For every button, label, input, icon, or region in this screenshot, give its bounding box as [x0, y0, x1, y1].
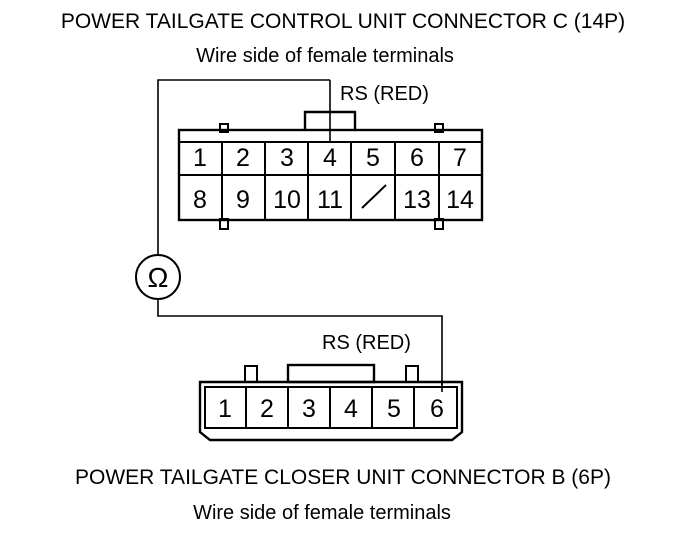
pin-c-5: 5 [366, 144, 380, 172]
connector-c-subtitle: Wire side of female terminals [196, 45, 454, 67]
pin-c-8: 8 [193, 186, 207, 214]
ohm-symbol: Ω [148, 262, 169, 293]
connector-b-clip-right [405, 365, 419, 383]
pin-c-3: 3 [280, 144, 294, 172]
pin-c-6: 6 [410, 144, 424, 172]
connector-b-grid [245, 387, 415, 428]
connector-b-clip-left [244, 365, 258, 383]
pin-c-14: 14 [446, 186, 474, 214]
connector-b-latch [286, 363, 376, 384]
pin-c-7: 7 [453, 144, 467, 172]
connector-c-clip-tl [219, 123, 229, 133]
pin-c-9: 9 [236, 186, 250, 214]
connector-c-title: POWER TAILGATE CONTROL UNIT CONNECTOR C … [61, 10, 625, 33]
connector-c-clip-tr [434, 123, 444, 133]
connector-c-grid [179, 141, 482, 220]
pin-b-6: 6 [430, 395, 444, 423]
pin-c-4: 4 [323, 144, 337, 172]
connector-b-probe-label: RS (RED) [322, 332, 411, 354]
pin-b-2: 2 [260, 395, 274, 423]
connector-c: 1 2 3 4 5 6 7 8 9 10 11 13 14 [177, 110, 484, 230]
pin-b-5: 5 [387, 395, 401, 423]
pin-c-13: 13 [403, 186, 431, 214]
pin-c-2: 2 [236, 144, 250, 172]
connector-b-subtitle: Wire side of female terminals [193, 502, 451, 524]
meter-lead-bottom [157, 299, 443, 385]
pin-c-11: 11 [317, 186, 343, 214]
pin-c-10: 10 [273, 186, 301, 214]
connector-c-latch [303, 110, 357, 130]
connector-b: 1 2 3 4 5 6 [198, 363, 464, 442]
pin-b-4: 4 [344, 395, 358, 423]
pin-b-1: 1 [218, 395, 232, 423]
pin-b-3: 3 [302, 395, 316, 423]
pin-c-1: 1 [193, 144, 207, 172]
connector-c-probe-label: RS (RED) [340, 83, 429, 105]
ohmmeter-icon: Ω [135, 254, 181, 300]
meter-lead-top [157, 79, 330, 255]
connector-b-title: POWER TAILGATE CLOSER UNIT CONNECTOR B (… [75, 466, 611, 489]
connector-b-body [198, 380, 464, 442]
